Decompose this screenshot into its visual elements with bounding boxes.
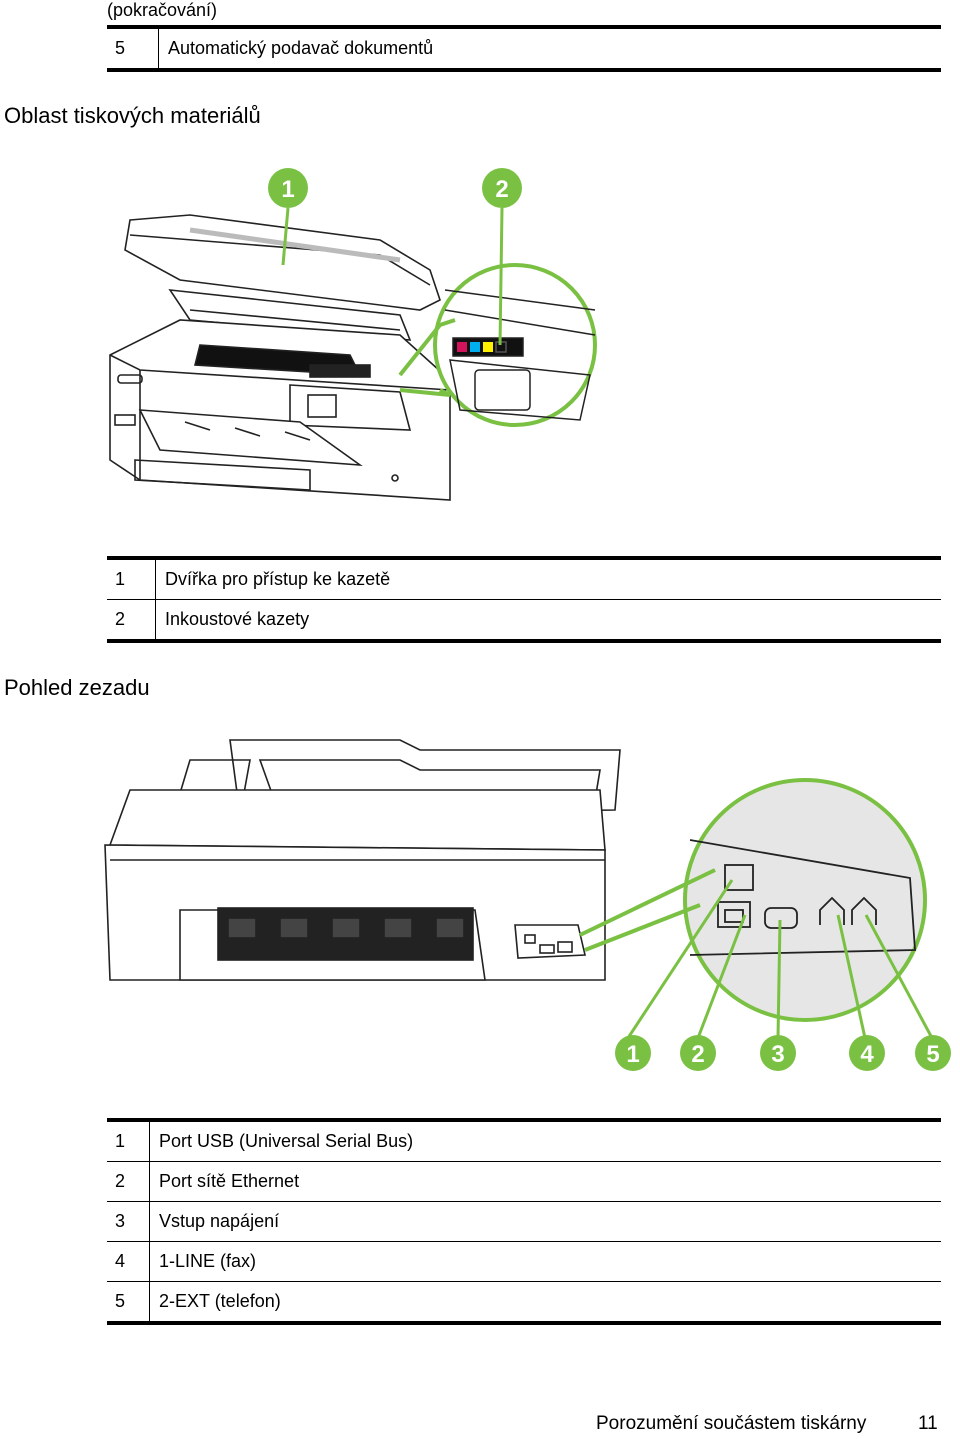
table-row: 2 Port sítě Ethernet <box>107 1161 941 1202</box>
svg-text:4: 4 <box>860 1041 874 1068</box>
item-number: 3 <box>107 1201 150 1242</box>
item-description: Automatický podavač dokumentů <box>168 38 434 58</box>
ext-port-icon <box>851 896 877 925</box>
svg-text:2: 2 <box>495 176 508 203</box>
callout-rear-5: 5 <box>915 1035 951 1071</box>
callout-rear-1: 1 <box>615 1035 651 1071</box>
table-row: 1 Dvířka pro přístup ke kazetě <box>107 558 941 600</box>
table-row: 5 2-EXT (telefon) <box>107 1281 941 1323</box>
continued-label: (pokračování) <box>107 0 218 20</box>
zoom-inset-ports <box>579 778 927 1022</box>
item-description: Port USB (Universal Serial Bus) <box>159 1131 414 1151</box>
printer-rear-illustration: 1 2 3 4 5 <box>104 739 951 1071</box>
svg-text:5: 5 <box>926 1041 939 1068</box>
line-port-icon <box>819 896 845 925</box>
table-row: 5 Automatický podavač dokumentů <box>107 27 941 70</box>
page-number: 11 <box>918 1413 938 1434</box>
table-row: 1 Port USB (Universal Serial Bus) <box>107 1120 941 1162</box>
item-number: 5 <box>107 1281 150 1323</box>
item-number: 4 <box>107 1241 150 1282</box>
table-row: 3 Vstup napájení <box>107 1201 941 1242</box>
item-number: 1 <box>107 1120 150 1162</box>
item-description: 2-EXT (telefon) <box>159 1291 281 1311</box>
printer-front-illustration: 1 2 <box>109 168 597 501</box>
footer-chapter-title: Porozumění součástem tiskárny <box>596 1413 867 1434</box>
svg-text:2: 2 <box>691 1041 704 1068</box>
zoom-inset-cartridges <box>398 263 597 427</box>
callout-1: 1 <box>268 168 308 266</box>
svg-text:1: 1 <box>626 1041 639 1068</box>
item-number: 5 <box>107 27 159 70</box>
callout-2: 2 <box>482 168 522 346</box>
section-title-media-area: Oblast tiskových materiálů <box>4 103 261 128</box>
section-title-rear-view: Pohled zezadu <box>4 675 150 700</box>
item-description: Vstup napájení <box>159 1211 280 1231</box>
media-area-parts-table: 1 Dvířka pro přístup ke kazetě 2 Inkoust… <box>107 556 941 643</box>
callout-rear-2: 2 <box>680 1035 716 1071</box>
ethernet-port-icon <box>717 901 751 928</box>
item-description: 1-LINE (fax) <box>159 1251 257 1271</box>
item-description: Inkoustové kazety <box>165 609 310 629</box>
table-row: 2 Inkoustové kazety <box>107 599 941 641</box>
item-description: Dvířka pro přístup ke kazetě <box>165 569 391 589</box>
svg-text:1: 1 <box>281 176 294 203</box>
rear-view-parts-table: 1 Port USB (Universal Serial Bus) 2 Port… <box>107 1118 941 1325</box>
svg-text:3: 3 <box>771 1041 784 1068</box>
table-row: 4 1-LINE (fax) <box>107 1241 941 1282</box>
usb-port-icon <box>724 864 754 891</box>
item-number: 2 <box>107 599 156 641</box>
item-number: 1 <box>107 558 156 600</box>
top-parts-table: 5 Automatický podavač dokumentů <box>107 25 941 72</box>
callout-rear-4: 4 <box>849 1035 885 1071</box>
item-description: Port sítě Ethernet <box>159 1171 300 1191</box>
item-number: 2 <box>107 1161 150 1202</box>
callout-rear-3: 3 <box>760 1035 796 1071</box>
